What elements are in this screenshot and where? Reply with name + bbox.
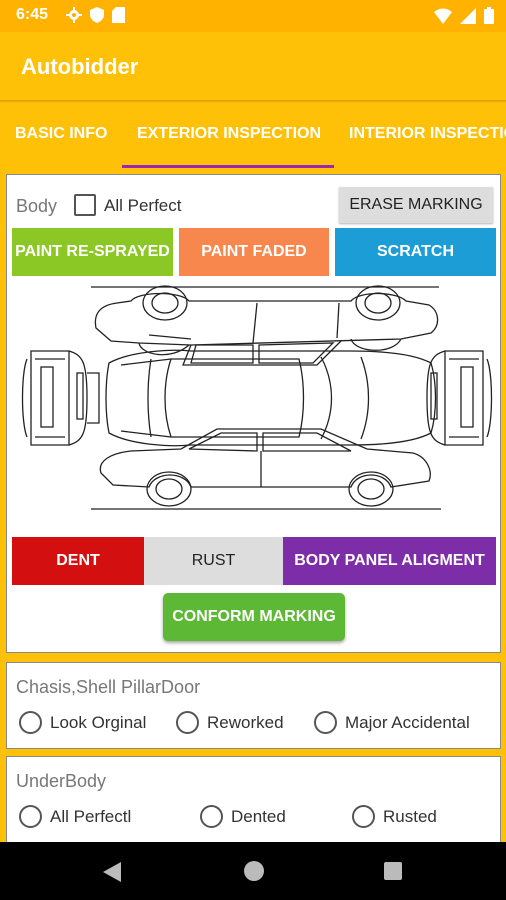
body-panel-alignment-button[interactable]: BODY PANEL ALIGMENT <box>283 537 496 585</box>
paint-resprayed-button[interactable]: PAINT RE-SPRAYED <box>12 228 173 276</box>
radio-label[interactable]: Dented <box>231 806 286 826</box>
gear-icon <box>66 7 82 23</box>
underbody-inspection-card: UnderBody All Perfectl Dented Rusted <box>6 756 501 846</box>
tab-indicator <box>122 165 334 168</box>
sd-card-icon <box>112 7 125 23</box>
battery-icon <box>484 7 494 24</box>
recent-apps-icon[interactable] <box>384 862 402 880</box>
radio-label[interactable]: Look Orginal <box>50 712 147 732</box>
radio-circle[interactable] <box>176 711 199 734</box>
car-front-view[interactable] <box>21 350 100 446</box>
car-rear-view[interactable] <box>426 350 493 446</box>
shield-icon <box>90 7 104 23</box>
body-label: Body <box>16 196 58 216</box>
body-inspection-card: Body All Perfect ERASE MARKING PAINT RE-… <box>6 174 501 653</box>
paint-faded-button[interactable]: PAINT FADED <box>179 228 329 276</box>
radio-label[interactable]: Reworked <box>207 712 284 732</box>
chasis-section-title: Chasis,Shell PillarDoor <box>16 677 201 697</box>
car-body-diagram[interactable] <box>21 283 493 523</box>
radio-circle[interactable] <box>19 711 42 734</box>
chasis-radio-group: Look Orginal Reworked Major Accidental <box>7 711 500 739</box>
app-bar-divider <box>0 100 506 103</box>
radio-all-perfect[interactable]: All Perfectl <box>19 805 131 828</box>
back-icon[interactable] <box>103 862 121 882</box>
radio-circle[interactable] <box>352 805 375 828</box>
radio-label[interactable]: Rusted <box>383 806 437 826</box>
tab-bar: BASIC INFO EXTERIOR INSPECTION INTERIOR … <box>0 103 506 168</box>
dent-button[interactable]: DENT <box>12 537 144 585</box>
radio-dented[interactable]: Dented <box>200 805 286 828</box>
radio-label[interactable]: All Perfectl <box>50 806 132 826</box>
radio-rusted[interactable]: Rusted <box>352 805 437 828</box>
chasis-inspection-card: Chasis,Shell PillarDoor Look Orginal Rew… <box>6 662 501 749</box>
radio-circle[interactable] <box>200 805 223 828</box>
radio-circle[interactable] <box>19 805 42 828</box>
scratch-button[interactable]: SCRATCH <box>335 228 496 276</box>
app-title: Autobidder <box>21 54 139 79</box>
tab-interior-inspection[interactable]: INTERIOR INSPECTION <box>349 125 506 142</box>
status-time: 6:45 <box>16 6 49 23</box>
car-side-view-bottom[interactable] <box>91 428 441 510</box>
confirm-marking-button[interactable]: CONFORM MARKING <box>163 593 345 641</box>
wifi-icon <box>434 8 452 24</box>
tab-exterior-inspection[interactable]: EXTERIOR INSPECTION <box>137 125 322 142</box>
underbody-section-title: UnderBody <box>16 771 107 791</box>
tab-basic-info[interactable]: BASIC INFO <box>15 125 108 142</box>
radio-circle[interactable] <box>314 711 337 734</box>
system-navigation-bar <box>0 842 506 900</box>
all-perfect-checkbox[interactable] <box>74 194 96 216</box>
signal-icon <box>460 7 476 24</box>
radio-look-original[interactable]: Look Orginal <box>19 711 146 734</box>
home-icon[interactable] <box>244 861 264 881</box>
status-bar: 6:45 <box>0 0 506 32</box>
radio-label[interactable]: Major Accidental <box>345 712 470 732</box>
radio-major-accidental[interactable]: Major Accidental <box>314 711 470 734</box>
rust-button[interactable]: RUST <box>144 537 283 585</box>
erase-marking-button[interactable]: ERASE MARKING <box>339 187 493 223</box>
radio-reworked[interactable]: Reworked <box>176 711 284 734</box>
car-side-view-top[interactable] <box>91 285 439 366</box>
underbody-radio-group: All Perfectl Dented Rusted <box>7 805 500 833</box>
app-bar: Autobidder <box>0 32 506 102</box>
all-perfect-label[interactable]: All Perfect <box>104 196 182 215</box>
